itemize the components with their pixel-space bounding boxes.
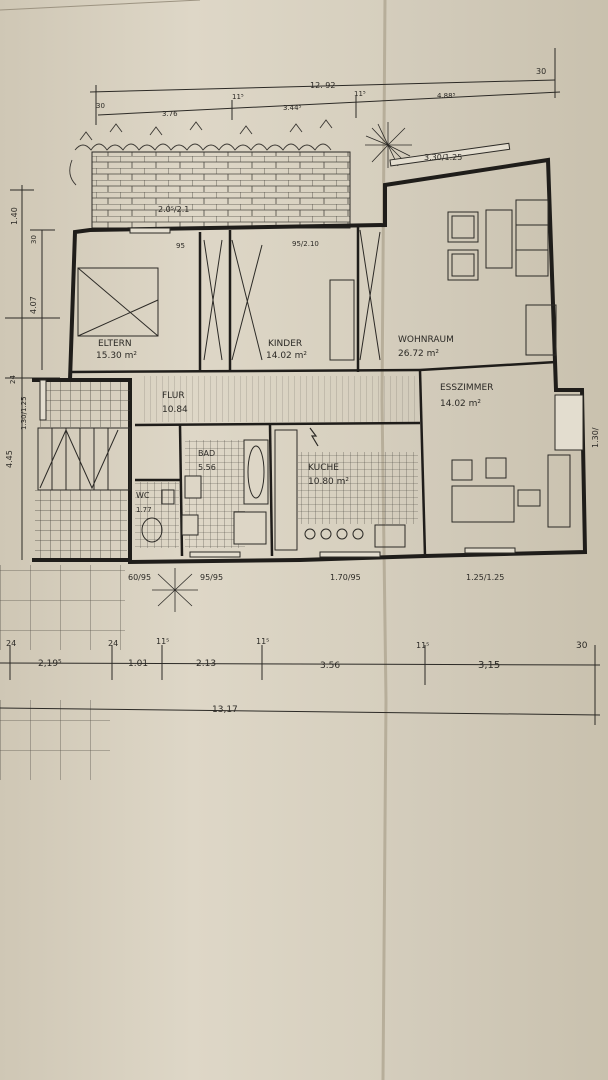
dim-left-b: 30 — [30, 235, 38, 244]
tree-symbol-bottom — [152, 568, 198, 612]
dim-bottom-2: 2,19⁵ — [38, 659, 62, 669]
paper-top-edge — [0, 0, 201, 11]
terrace-bricks — [91, 151, 351, 229]
dim-bottom-8: 3.56 — [320, 661, 340, 671]
wc-fixture — [141, 489, 175, 543]
dim-left-f: 4.45 — [5, 450, 14, 468]
dim-top-1: 30 — [96, 102, 105, 110]
room-kinder-area: 14.02 m² — [266, 351, 307, 361]
dim-left-e: 1.30/1.25 — [20, 396, 28, 430]
opening-label-3: 95 — [176, 242, 185, 250]
opening-label-2: 2.0⁵/2.1 — [158, 205, 189, 214]
wc-tiles — [135, 482, 179, 548]
dim-left-c: 4.07 — [29, 296, 38, 314]
room-kinder-name: KINDER — [268, 339, 302, 349]
kinder-furniture — [231, 229, 381, 361]
dim-bottom-1: 24 — [6, 639, 16, 648]
dim-top-7: 11⁵ — [354, 90, 366, 98]
room-bad-area: 5.56 — [198, 463, 216, 472]
room-eltern-name: ELTERN — [98, 339, 132, 349]
flur-floor — [140, 376, 420, 422]
garden-plants — [69, 119, 333, 186]
eltern-furniture — [77, 239, 223, 361]
top-dimension-lines — [89, 48, 561, 125]
room-wohnraum-area: 26.72 m² — [398, 349, 439, 359]
dim-bottom-7: 11⁵ — [256, 637, 269, 646]
room-flur-area: 10.84 — [162, 405, 188, 415]
dim-top-6: 11⁵ — [232, 93, 244, 101]
stair-landing-tiles — [40, 382, 130, 427]
dim-top-2: 3.76 — [162, 110, 178, 118]
bath-fixtures — [181, 439, 269, 545]
interior-walls — [69, 226, 557, 557]
room-kueche-name: KUCHE — [308, 463, 339, 473]
staircase — [37, 427, 131, 491]
dim-bottom-3: 24 — [108, 639, 118, 648]
dim-bottom-overall: 13,17 — [212, 705, 238, 715]
dim-overall-top: 12. 92 — [310, 81, 335, 90]
dim-left-d: 24 — [9, 375, 17, 384]
dim-bottom-10: 3,15 — [478, 660, 500, 671]
kitchen-fixtures — [274, 427, 406, 551]
room-kueche-area: 10.80 m² — [308, 477, 349, 487]
room-esszimmer-name: ESSZIMMER — [440, 383, 493, 393]
opening-label-4: 95/2.10 — [292, 240, 319, 248]
dim-top-4: 4.88⁵ — [437, 92, 456, 100]
room-flur-name: FLUR — [162, 391, 185, 401]
dim-bottom-11: 30 — [576, 641, 588, 651]
entry-tiles — [35, 490, 127, 558]
room-eltern-area: 15.30 m² — [96, 351, 137, 361]
room-bad-name: BAD — [198, 449, 215, 458]
windows — [39, 142, 584, 558]
opening-label-1: 3.30/1.25 — [424, 153, 462, 162]
dim-left-a: 1.40 — [10, 207, 19, 225]
left-dimension-lines — [5, 185, 60, 560]
room-esszimmer-area: 14.02 m² — [440, 399, 481, 409]
kitchen-tiles — [298, 452, 418, 524]
dim-bottom-6: 2.13 — [196, 659, 216, 669]
room-wc-name: WC — [136, 491, 150, 500]
bottom-dimension-lines — [0, 645, 601, 725]
opening-label-7: 95/95 — [200, 573, 223, 582]
dim-bottom-4: 1.01 — [128, 659, 148, 669]
dim-top-5: 30 — [536, 67, 546, 76]
exterior-paving-1 — [0, 565, 125, 650]
dim-bottom-5: 11⁵ — [156, 637, 169, 646]
room-wc-area: 1.77 — [136, 506, 152, 514]
dim-bottom-9: 11⁵ — [416, 641, 429, 650]
dim-top-3: 3.44⁵ — [283, 104, 302, 112]
exterior-paving-2 — [0, 700, 110, 780]
opening-label-8: 1.70/95 — [330, 573, 361, 582]
opening-label-5: 1.30/ — [591, 427, 600, 448]
wohnraum-furniture — [447, 199, 557, 356]
opening-label-9: 1.25/1.25 — [466, 573, 504, 582]
opening-label-6: 60/95 — [128, 573, 151, 582]
room-wohnraum-name: WOHNRAUM — [398, 335, 454, 345]
esszimmer-furniture — [451, 454, 571, 528]
